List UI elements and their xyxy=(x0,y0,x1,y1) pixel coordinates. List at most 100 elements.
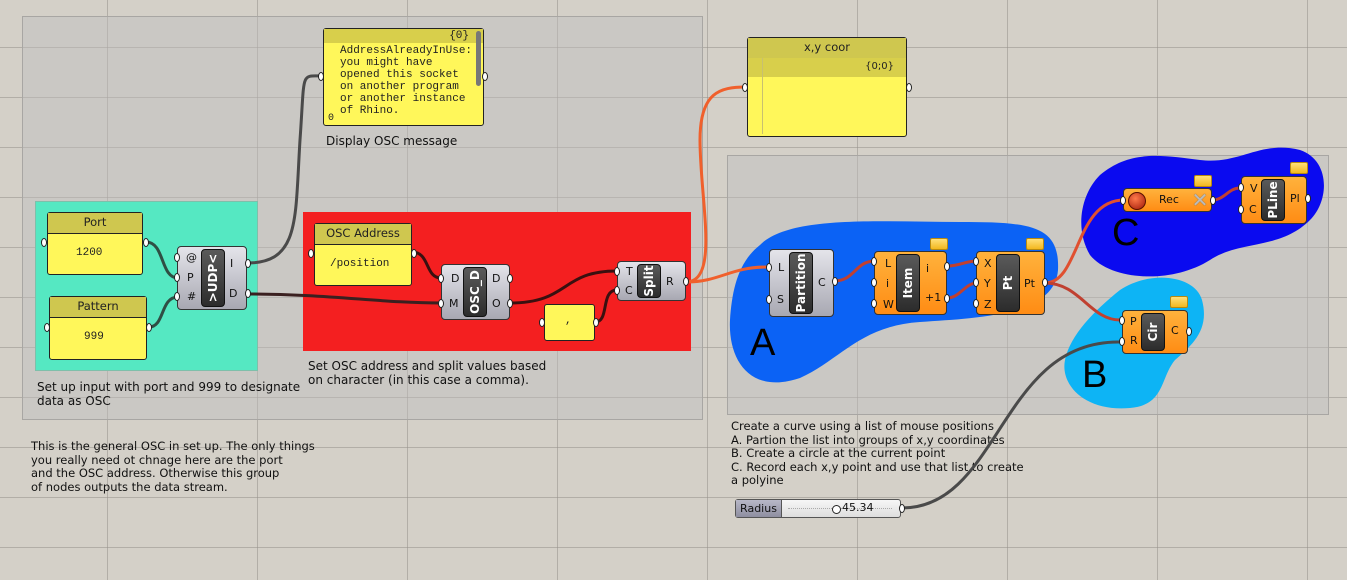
display-osc-label: Display OSC message xyxy=(326,134,458,148)
udp-grip-d[interactable] xyxy=(245,289,251,298)
xy-coor-input-grip[interactable] xyxy=(742,83,748,92)
wire-pt-cir xyxy=(1043,281,1122,322)
data-recorder-component[interactable]: Rec ✕ xyxy=(1123,188,1212,212)
item-grip-i-out[interactable] xyxy=(944,262,950,271)
record-toggle-icon[interactable] xyxy=(1128,192,1146,210)
udp-output-i: I xyxy=(230,257,234,270)
separator-panel[interactable]: , xyxy=(544,304,595,341)
separator-input-grip[interactable] xyxy=(539,318,545,327)
osc-d-input-d: D xyxy=(451,272,460,285)
cir-grip-p[interactable] xyxy=(1119,316,1125,325)
udp-grip-p[interactable] xyxy=(174,273,180,282)
cir-grip-out[interactable] xyxy=(1186,327,1192,336)
partition-grip-l[interactable] xyxy=(766,263,772,272)
blob-a-letter: A xyxy=(750,322,776,364)
split-component[interactable]: T C Split R xyxy=(617,261,686,301)
item-grip-l[interactable] xyxy=(871,257,877,266)
message-output-grip[interactable] xyxy=(482,72,488,81)
pt-input-y: Y xyxy=(984,277,991,290)
udp-grip-i[interactable] xyxy=(245,259,251,268)
item-input-w: W xyxy=(883,298,894,311)
radius-slider-value: 45.34 xyxy=(842,501,874,514)
pt-grip-out[interactable] xyxy=(1042,278,1048,287)
item-grip-i[interactable] xyxy=(871,278,877,287)
circle-component[interactable]: P R Cir C xyxy=(1122,310,1188,354)
list-item-component[interactable]: L i W Item i +1 xyxy=(874,251,947,315)
construct-point-component[interactable]: X Y Z Pt Pt xyxy=(976,251,1045,315)
xy-coor-output-grip[interactable] xyxy=(906,83,912,92)
message-input-grip[interactable] xyxy=(318,72,324,81)
general-note: This is the general OSC in set up. The o… xyxy=(31,439,315,494)
partition-grip-c[interactable] xyxy=(832,277,838,286)
pt-grip-y[interactable] xyxy=(973,278,979,287)
partition-input-s: S xyxy=(777,293,784,306)
port-input-grip[interactable] xyxy=(41,238,47,247)
rec-grip-out[interactable] xyxy=(1210,196,1216,205)
pattern-input-grip[interactable] xyxy=(44,323,50,332)
split-grip-t[interactable] xyxy=(614,267,620,276)
wire-port-udp xyxy=(144,240,180,280)
osc-address-input-grip[interactable] xyxy=(308,249,314,258)
pline-preview-bubble[interactable] xyxy=(1290,162,1308,174)
pattern-panel[interactable]: Pattern 999 xyxy=(49,296,147,360)
item-preview-bubble[interactable] xyxy=(930,238,948,250)
message-path: {0} xyxy=(449,30,469,42)
split-grip-r[interactable] xyxy=(683,277,689,286)
udp-grip-at[interactable] xyxy=(174,253,180,262)
pline-core: PLine xyxy=(1261,179,1285,221)
osc-d-grip-o[interactable] xyxy=(507,299,513,308)
pline-grip-v[interactable] xyxy=(1238,183,1244,192)
osc-address-value[interactable]: /position xyxy=(330,258,390,270)
xy-divider xyxy=(762,58,763,134)
osc-address-title: OSC Address xyxy=(315,224,411,245)
pt-grip-z[interactable] xyxy=(973,299,979,308)
osc-message-panel[interactable]: {0} AddressAlreadyInUse: you might have … xyxy=(323,28,484,126)
wire-split-partition xyxy=(684,265,769,284)
pline-grip-out[interactable] xyxy=(1305,194,1311,203)
udp-component[interactable]: @ P # >UDP< I D xyxy=(177,246,247,310)
clear-record-icon[interactable]: ✕ xyxy=(1191,188,1209,212)
rec-name: Rec xyxy=(1159,193,1179,206)
polyline-component[interactable]: V C PLine Pl xyxy=(1241,176,1307,224)
cir-input-p: P xyxy=(1130,315,1137,328)
port-output-grip[interactable] xyxy=(143,238,149,247)
udp-grip-hash[interactable] xyxy=(174,292,180,301)
xy-coor-path: {0;0} xyxy=(865,61,894,72)
port-panel[interactable]: Port 1200 xyxy=(47,212,143,275)
partition-grip-s[interactable] xyxy=(766,295,772,304)
separator-value[interactable]: , xyxy=(565,315,572,327)
osc-d-output-o: O xyxy=(492,297,501,310)
radius-slider-output-grip[interactable] xyxy=(899,504,905,513)
radius-slider[interactable]: Radius 45.34 xyxy=(735,499,901,518)
pattern-output-grip[interactable] xyxy=(146,323,152,332)
osc-address-panel[interactable]: OSC Address /position xyxy=(314,223,412,286)
osc-address-output-grip[interactable] xyxy=(411,249,417,258)
osc-d-grip-d-out[interactable] xyxy=(507,274,513,283)
item-output-i: i xyxy=(926,262,930,275)
item-input-l: L xyxy=(885,257,892,270)
separator-output-grip[interactable] xyxy=(593,318,599,327)
cir-output-c: C xyxy=(1171,324,1179,337)
pline-grip-c[interactable] xyxy=(1238,205,1244,214)
pt-grip-x[interactable] xyxy=(973,257,979,266)
xy-coor-panel[interactable]: x,y coor {0;0} xyxy=(747,37,907,137)
udp-core: >UDP< xyxy=(201,249,225,307)
blob-c-letter: C xyxy=(1112,212,1140,254)
pt-preview-bubble[interactable] xyxy=(1026,238,1044,250)
cir-preview-bubble[interactable] xyxy=(1170,296,1188,308)
port-value[interactable]: 1200 xyxy=(76,247,103,259)
osc-d-output-d: D xyxy=(492,272,501,285)
item-grip-plus1[interactable] xyxy=(944,294,950,303)
osc-d-grip-d-in[interactable] xyxy=(438,274,444,283)
message-scrollbar[interactable] xyxy=(476,31,481,86)
pattern-value[interactable]: 999 xyxy=(84,331,104,343)
rec-preview-bubble[interactable] xyxy=(1194,175,1212,187)
radius-slider-knob[interactable] xyxy=(832,505,841,514)
cir-grip-r[interactable] xyxy=(1119,337,1125,346)
item-grip-w[interactable] xyxy=(871,299,877,308)
rec-grip-in[interactable] xyxy=(1120,196,1126,205)
osc-d-component[interactable]: D M OSC_D D O xyxy=(441,264,510,320)
osc-d-grip-m[interactable] xyxy=(438,299,444,308)
split-grip-c[interactable] xyxy=(614,286,620,295)
partition-component[interactable]: L S Partition C xyxy=(769,249,834,317)
